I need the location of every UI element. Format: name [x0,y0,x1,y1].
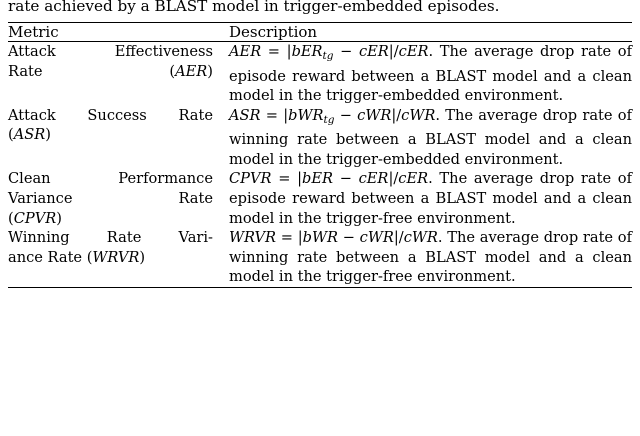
metric-name-line: Winning Rate Vari- [8,229,213,247]
header-metric: Metric [8,23,59,41]
metric-name-cell: Winning Rate Vari- ance Rate (WRVR) [8,228,229,287]
figure-caption-tail: rate achieved by a BLAST model in trigge… [8,0,500,15]
metric-description-cell: CPVR = |bER − cER|/cER. The average drop… [229,170,632,227]
table-row: Winning Rate Vari- ance Rate (WRVR) WRVR… [8,228,632,287]
metric-name-line: Attack Effectiveness [8,43,213,60]
metric-description-cell: ASR = |bWRtg − cWR|/cWR. The average dro… [229,106,632,168]
table-row: Clean Performance Variance Rate (CPVR) C… [8,169,632,228]
metric-name-line: Clean Performance [8,170,213,188]
table-row: Attack Effectiveness Rate (AER) AER = |b… [8,42,632,106]
table-header-rule [8,41,632,42]
metric-description-cell: AER = |bERtg − cER|/cER. The average dro… [229,43,632,105]
table-top-rule [8,22,632,23]
metric-name-line: (CPVR) [8,209,62,227]
metric-name-cell: Clean Performance Variance Rate (CPVR) [8,169,229,228]
metric-description-cell: WRVR = |bWR − cWR|/cWR. The average drop… [229,229,632,286]
header-description: Description [229,23,318,41]
metric-name-line: ance Rate (WRVR) [8,248,146,266]
table-bottom-rule [8,287,632,288]
metric-name-line: Rate (AER) [8,62,213,80]
table-row: Attack Success Rate (ASR) ASR = |bWRtg −… [8,106,632,170]
table-header-row: Metric Description [8,23,632,41]
metric-name-line: Attack Success Rate [8,106,213,124]
metric-name-cell: Attack Effectiveness Rate (AER) [8,42,229,106]
metric-name-cell: Attack Success Rate (ASR) [8,106,229,170]
metrics-table: Metric Description Attack Effectiveness … [8,22,632,288]
metric-name-line: Variance Rate [8,190,213,208]
metric-name-line: (ASR) [8,126,51,144]
